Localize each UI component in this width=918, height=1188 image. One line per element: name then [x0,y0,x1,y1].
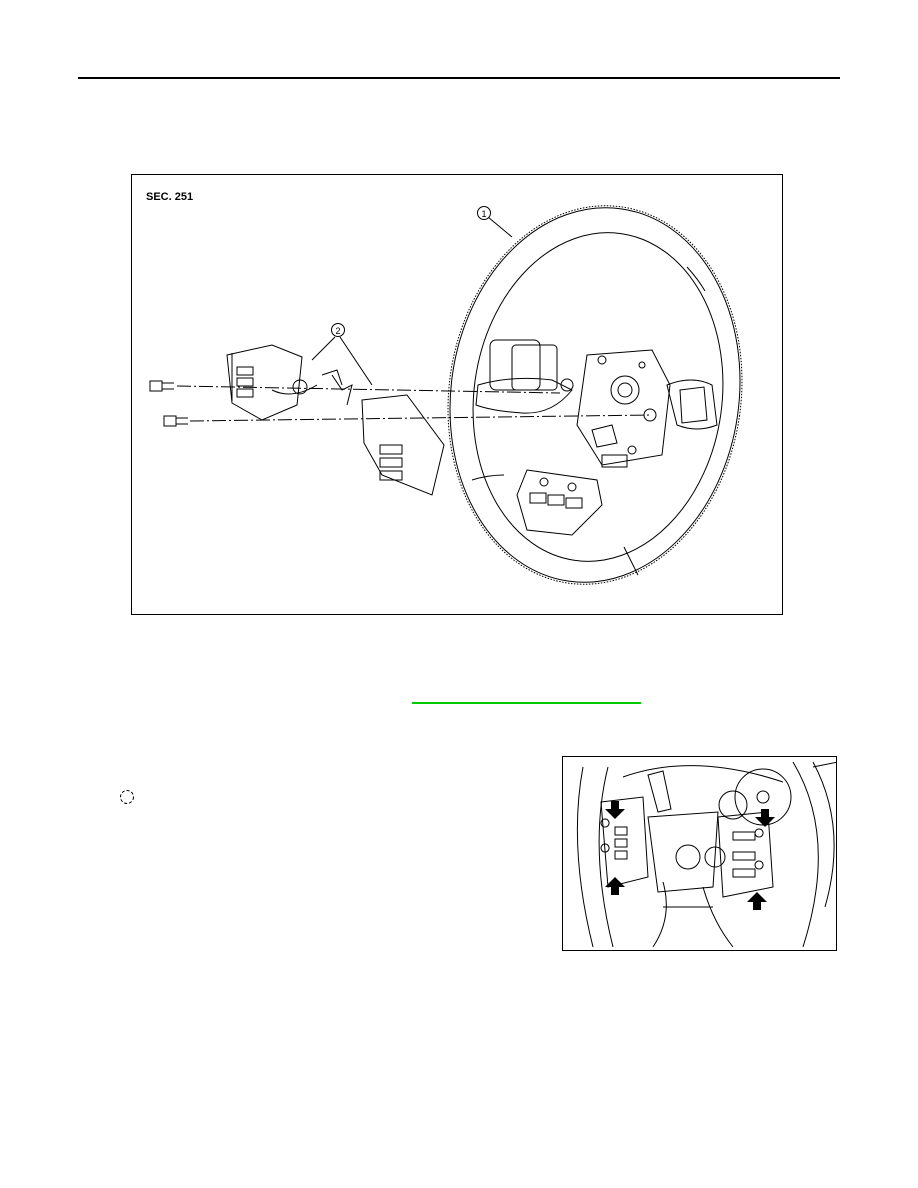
dashed-circle-icon [120,790,134,804]
removal-points-figure [562,756,837,951]
steering-wheel-rim-outer [447,205,743,585]
steering-wheel-rim-outer-solid [449,207,741,583]
removal-points-illustration [576,761,836,948]
steering-wheel-rim-inner [472,232,724,562]
exploded-view-figure: SEC. 251 [131,174,783,615]
header-rule [78,77,840,79]
section-label: SEC. 251 [146,191,194,203]
steering-wheel-diagram: 1 2 [149,205,743,585]
callout-1: 1 [477,206,491,220]
arrow-icon [605,801,775,910]
svg-text:2: 2 [335,326,340,336]
callout-2: 2 [331,323,345,337]
reference-link-underline[interactable] [412,702,641,704]
svg-text:1: 1 [481,209,486,219]
